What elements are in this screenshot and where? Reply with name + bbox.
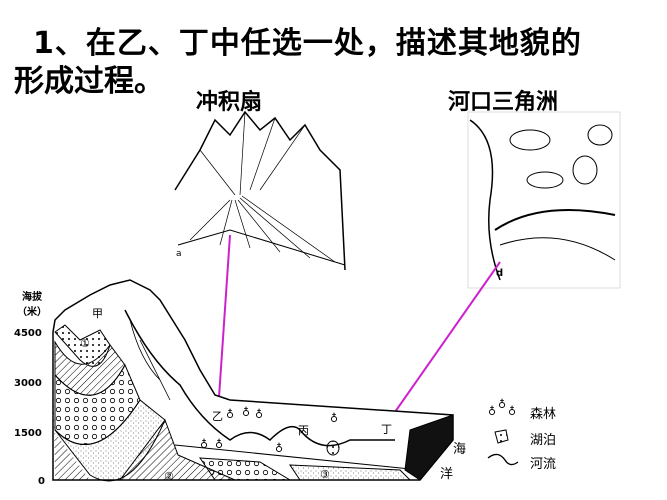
legend-forest: 森林 <box>530 407 556 422</box>
delta-image: d <box>467 111 621 289</box>
lake-icon <box>494 429 509 444</box>
tick-3000: 3000 <box>14 378 42 389</box>
marker-3: ③ <box>320 468 330 481</box>
svg-text:♁: ♁ <box>508 405 516 418</box>
tick-4500: 4500 <box>14 328 42 339</box>
marker-2: ② <box>164 470 174 483</box>
tick-0: 0 <box>38 476 45 487</box>
y-axis-label: 海拔 <box>22 290 43 303</box>
legend-lake: 湖泊 <box>530 433 556 448</box>
svg-text:♁: ♁ <box>255 408 263 421</box>
marker-1: ① <box>80 337 90 350</box>
y-axis-unit: （米） <box>17 305 47 318</box>
terrain-profile <box>52 279 454 482</box>
label-ding: 丁 <box>381 423 392 436</box>
svg-text:♁: ♁ <box>330 412 338 425</box>
delta-title: 河口三角洲 <box>448 90 559 115</box>
tick-1500: 1500 <box>14 428 42 439</box>
label-bing: 丙 <box>298 424 309 437</box>
alluvial-fan-title: 冲积扇 <box>196 90 263 115</box>
label-yi: 乙 <box>212 410 223 423</box>
svg-text:♁: ♁ <box>200 438 208 451</box>
delta-pointer-line <box>387 261 501 423</box>
svg-text:♁: ♁ <box>215 438 223 451</box>
legend: ♁♁♁ 森林 湖泊 河流 <box>487 398 556 472</box>
tree-icon: ♁♁♁ <box>488 398 516 418</box>
label-ocean: 洋 <box>440 467 453 482</box>
elevation-axis: 海拔 （米） 4500 3000 1500 0 <box>14 290 54 487</box>
svg-text:♁: ♁ <box>226 408 234 421</box>
river-icon <box>487 453 519 466</box>
forest-symbols: ♁ ♁ ♁ ♁ ♁ ♁ ♁ <box>200 406 338 455</box>
svg-text:♁: ♁ <box>242 406 250 419</box>
svg-text:♁: ♁ <box>498 398 506 411</box>
fan-pointer-line <box>217 234 231 413</box>
label-jia: 甲 <box>92 307 103 320</box>
legend-river: 河流 <box>530 457 556 472</box>
svg-text:♁: ♁ <box>275 442 283 455</box>
alluvial-fan-image: a <box>174 110 346 271</box>
question-line-2: 形成过程。 <box>14 64 164 99</box>
question-line-1: 1、在乙、丁中任选一处，描述其地貌的 <box>33 26 582 61</box>
fan-point-label: a <box>176 249 182 259</box>
label-sea: 海 <box>453 442 466 457</box>
river-path <box>124 309 395 447</box>
svg-text:♁: ♁ <box>488 405 496 418</box>
delta-point-label: d <box>496 268 503 279</box>
